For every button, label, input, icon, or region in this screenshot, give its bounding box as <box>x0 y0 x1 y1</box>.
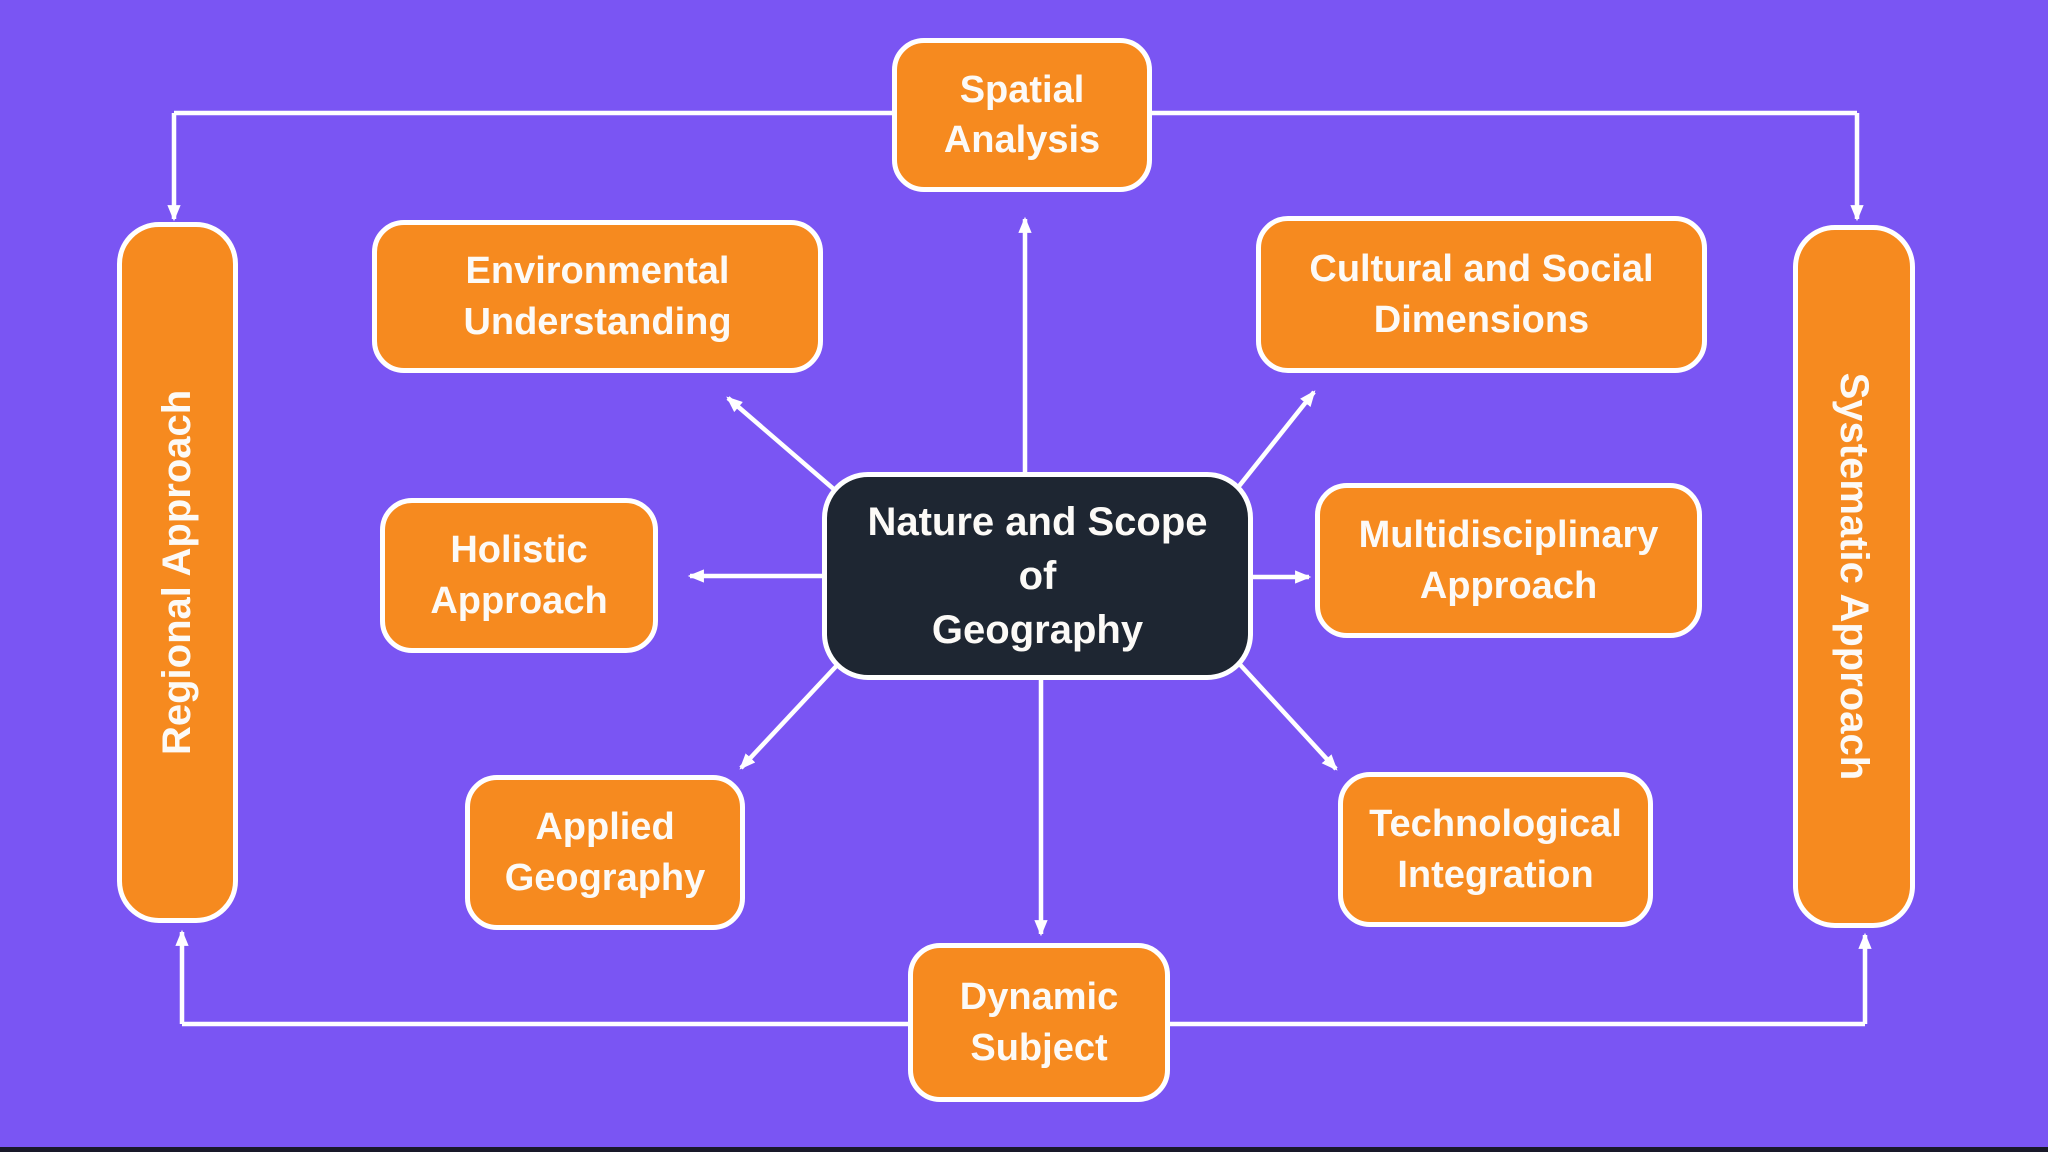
node-systematic-approach-label: Systematic Approach <box>1832 372 1877 781</box>
node-spatial-analysis: Spatial Analysis <box>892 38 1152 192</box>
node-multidisciplinary-approach: Multidisciplinary Approach <box>1315 483 1702 638</box>
node-environmental-understanding: Environmental Understanding <box>372 220 823 373</box>
node-central-topic: Nature and Scope of Geography <box>822 472 1253 680</box>
node-cultural-social-dimensions: Cultural and Social Dimensions <box>1256 216 1707 373</box>
node-technological-integration: Technological Integration <box>1338 772 1653 927</box>
node-applied-geography: Applied Geography <box>465 775 745 930</box>
arrow-center-to-technological <box>1220 643 1338 771</box>
node-dynamic-subject: Dynamic Subject <box>908 943 1170 1102</box>
node-regional-approach: Regional Approach <box>117 222 238 923</box>
node-systematic-approach: Systematic Approach <box>1793 225 1915 928</box>
node-holistic-approach: Holistic Approach <box>380 498 658 653</box>
node-regional-approach-label: Regional Approach <box>155 389 200 756</box>
bottom-edge-strip <box>0 1147 2048 1152</box>
